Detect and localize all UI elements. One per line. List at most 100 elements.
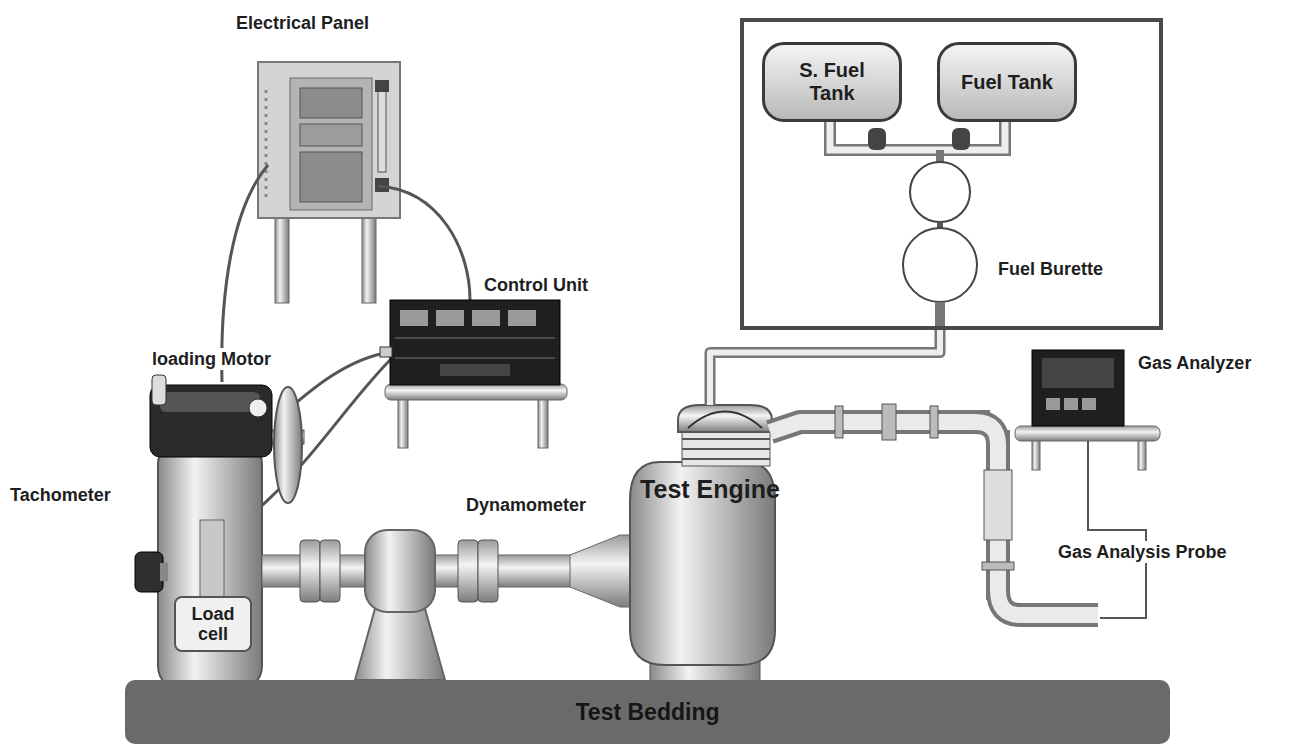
component-label: Gas Analyzer xyxy=(1136,352,1253,374)
component-label: loading Motor xyxy=(150,348,273,370)
art-shape xyxy=(935,302,945,330)
art-shape xyxy=(882,404,896,440)
component-label: Gas Analysis Probe xyxy=(1056,541,1228,563)
art-shape xyxy=(258,62,400,218)
fuel-system-frame: Fuel Burette S. Fuel Tank Fuel Tank xyxy=(740,18,1163,330)
fuel-piping xyxy=(830,118,1005,330)
electrical-panel xyxy=(258,62,400,303)
art-shape xyxy=(1064,398,1078,410)
art-shape xyxy=(436,310,464,326)
art-shape xyxy=(380,347,392,357)
art-shape xyxy=(770,422,990,432)
gas-analyzer xyxy=(1015,350,1160,618)
art-shape xyxy=(508,310,536,326)
art-shape xyxy=(300,124,362,146)
art-shape xyxy=(135,552,163,592)
art-shape xyxy=(158,440,262,690)
art-shape xyxy=(385,384,567,400)
art-shape xyxy=(478,540,498,602)
art-shape xyxy=(910,162,970,222)
art-shape xyxy=(1046,398,1060,410)
node-label: Test Bedding xyxy=(576,699,720,726)
art-shape xyxy=(998,590,1098,615)
component-label: Dynamometer xyxy=(464,494,588,516)
art-shape xyxy=(390,300,560,385)
art-shape xyxy=(300,88,362,118)
loading-motor-assembly xyxy=(135,375,304,690)
art-shape xyxy=(400,310,428,326)
art-shape xyxy=(678,405,772,432)
fuel-tank: S. Fuel Tank xyxy=(762,42,902,122)
art-shape xyxy=(300,152,362,202)
art-shape xyxy=(1088,441,1146,618)
art-shape xyxy=(249,399,267,417)
art-shape xyxy=(290,78,372,210)
art-shape xyxy=(274,387,302,503)
art-shape xyxy=(160,392,260,412)
art-shape xyxy=(378,186,470,300)
art-shape xyxy=(265,90,268,200)
art-shape xyxy=(903,228,977,302)
engine-body: Test Engine xyxy=(632,405,788,667)
load-cell-box: Load cell xyxy=(174,596,252,652)
shaft xyxy=(262,535,632,607)
pipe-inner xyxy=(710,330,940,405)
art-shape xyxy=(984,470,1012,540)
node-label: Fuel Tank xyxy=(961,71,1053,94)
fuel-line xyxy=(710,330,940,405)
art-shape xyxy=(975,422,998,445)
art-shape xyxy=(770,422,990,432)
node-label: Test Engine xyxy=(640,475,780,667)
art-shape xyxy=(538,398,548,448)
art-shape xyxy=(395,358,555,359)
art-shape xyxy=(835,406,843,438)
art-shape xyxy=(688,412,762,429)
component-label: Fuel Burette xyxy=(998,258,1103,280)
art-shape xyxy=(440,364,510,376)
art-shape xyxy=(200,520,224,600)
art-shape xyxy=(378,82,386,172)
art-shape xyxy=(1082,398,1096,410)
art-shape xyxy=(398,398,408,448)
art-shape xyxy=(570,535,632,607)
art-shape xyxy=(300,540,320,602)
art-shape xyxy=(1042,358,1114,388)
art-shape xyxy=(160,563,168,581)
component-label: Tachometer xyxy=(8,484,113,506)
pipe-outline xyxy=(710,330,940,405)
art-shape xyxy=(150,385,272,457)
control-unit xyxy=(380,300,567,448)
art-shape xyxy=(152,375,166,405)
art-shape xyxy=(830,118,1005,150)
art-shape xyxy=(682,432,770,466)
art-shape xyxy=(275,215,289,303)
component-label: Control Unit xyxy=(482,274,590,296)
test-engine xyxy=(630,405,775,685)
art-shape xyxy=(975,422,998,445)
art-shape xyxy=(362,215,376,303)
fuel-tank: Fuel Tank xyxy=(937,42,1077,122)
art-shape xyxy=(952,128,970,150)
art-shape xyxy=(472,310,500,326)
art-shape xyxy=(1032,350,1124,426)
test-bedding-band: Test Bedding xyxy=(125,680,1170,744)
art-shape xyxy=(375,80,389,92)
art-shape xyxy=(830,118,1005,150)
art-shape xyxy=(395,338,555,339)
node-label: S. Fuel Tank xyxy=(775,59,889,105)
art-shape xyxy=(1138,440,1146,470)
art-shape xyxy=(930,406,938,438)
art-shape xyxy=(365,530,435,612)
art-shape xyxy=(936,150,944,162)
art-shape xyxy=(982,562,1014,570)
art-shape xyxy=(320,540,340,602)
art-shape xyxy=(1032,440,1040,470)
dynamometer xyxy=(355,530,445,680)
art-shape xyxy=(458,540,478,602)
art-shape xyxy=(868,128,886,150)
art-shape xyxy=(1015,426,1160,441)
art-shape xyxy=(998,590,1098,615)
node-label: Load cell xyxy=(179,604,247,644)
component-label: Electrical Panel xyxy=(234,12,371,34)
